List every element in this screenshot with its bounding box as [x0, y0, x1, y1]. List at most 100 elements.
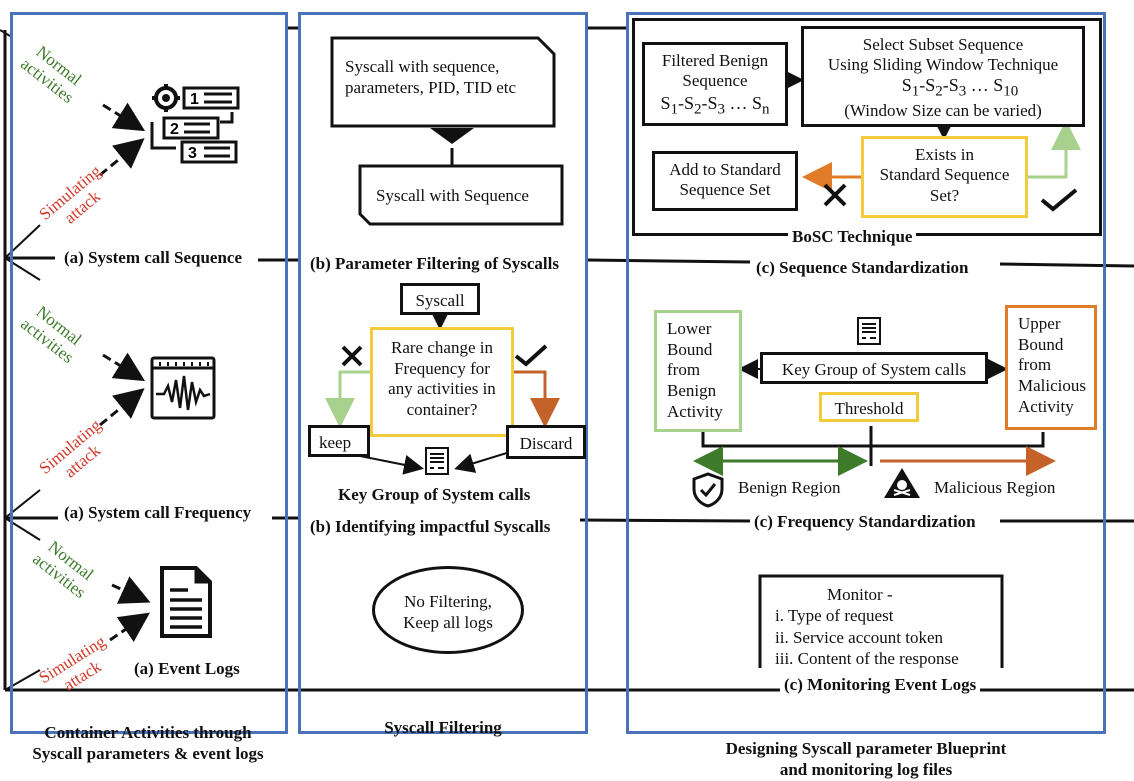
frequency-waveform-icon [150, 356, 216, 420]
panel3-footer-line2: and monitoring log files [779, 760, 953, 780]
filtered-benign-box: Filtered Benign Sequence S1-S2-S3 … Sn [642, 42, 788, 126]
lower-bound-line1: Lower [667, 319, 712, 338]
svg-text:2: 2 [170, 121, 179, 138]
add-standard-line2: Sequence Set [679, 180, 771, 200]
process-steps-icon: 1 2 3 [150, 84, 240, 164]
benign-region-label: Benign Region [738, 478, 841, 497]
sequence-standardization-label: (c) Sequence Standardization [752, 258, 973, 278]
f2-d1: -S [919, 75, 936, 96]
upper-bound-line1: Upper [1018, 314, 1061, 333]
monitor-item-2: ii. Service account token [775, 627, 944, 647]
rare-change-line1: Rare change in [391, 338, 493, 357]
key-group-label: Key Group of System calls [338, 485, 531, 504]
add-standard-box: Add to Standard Sequence Set [652, 151, 798, 211]
panel2-footer: Syscall Filtering [384, 718, 502, 737]
syscall-callout-shape [330, 36, 556, 144]
syscall-params-box-text: Syscall with sequence, parameters, PID, … [345, 56, 516, 99]
panel1-footer-line2: Syscall parameters & event logs [32, 744, 264, 764]
f2-ell: … S [966, 75, 1004, 96]
panel1-footer: Container Activities through Syscall par… [10, 722, 286, 765]
bosc-technique-label: BoSC Technique [788, 227, 917, 247]
f1-subn: n [762, 101, 770, 118]
select-subset-line2: Using Sliding Window Technique [827, 55, 1059, 75]
keep-node: keep [308, 425, 370, 457]
discard-node: Discard [506, 425, 586, 459]
exists-line3: Set? [929, 185, 960, 205]
key-group-document-icon [857, 317, 881, 345]
lower-bound-line2: Bound [667, 339, 713, 359]
syscall-sequence-shape [358, 164, 564, 226]
system-call-sequence-label: (a) System call Sequence [64, 248, 243, 267]
f2-sub1: 1 [911, 83, 920, 100]
lower-bound-line3: from [667, 360, 701, 380]
monitor-heading: Monitor - [827, 585, 893, 604]
no-filter-line1: No Filtering, [404, 592, 492, 611]
monitor-item-1: i. Type of request [775, 606, 894, 626]
filtered-benign-line1: Filtered Benign [661, 51, 769, 70]
cross-icon [823, 183, 847, 207]
panel-blueprint [626, 12, 1106, 734]
monitor-bracket [758, 574, 1004, 668]
f1-ell: … S [725, 93, 763, 114]
panel3-footer-line1: Designing Syscall parameter Blueprint [725, 739, 1007, 758]
exists-line1: Exists in [914, 145, 975, 164]
lower-bound-line4: Benign [667, 381, 717, 401]
exists-in-decision: Exists in Standard Sequence Set? [861, 136, 1028, 218]
upper-bound-line2: Bound [1018, 334, 1064, 354]
f1-sub3: 3 [717, 101, 726, 118]
rare-change-line2: Frequency for [394, 358, 490, 378]
checkmark-icon [1040, 188, 1078, 212]
document-icon [160, 566, 212, 638]
checkmark-icon [514, 344, 548, 367]
exists-line2: Standard Sequence [879, 165, 1010, 185]
svg-text:3: 3 [188, 145, 197, 162]
f1-sub2: 2 [694, 101, 702, 118]
rare-change-line4: container? [406, 400, 478, 420]
key-group-document-icon [425, 447, 449, 475]
upper-bound-box: Upper Bound from Malicious Activity [1005, 305, 1097, 430]
syscall-sequence-box-text: Syscall with Sequence [376, 186, 529, 205]
monitoring-event-logs-label: (c) Monitoring Event Logs [780, 675, 981, 695]
monitor-item-3: iii. Content of the response [775, 648, 959, 668]
skull-warning-icon [884, 468, 920, 498]
no-filter-line2: Keep all logs [403, 613, 493, 633]
f1-d1: -S [677, 93, 694, 114]
subset-sequence-formula: S1-S2-S3 … S10 [804, 75, 1082, 101]
select-subset-line1: Select Subset Sequence [862, 35, 1024, 54]
malicious-region-label: Malicious Region [934, 478, 1056, 497]
syscall-params-line2: parameters, PID, TID etc [345, 78, 517, 98]
window-size-text: (Window Size can be varied) [844, 101, 1042, 121]
shield-check-icon [692, 472, 724, 508]
panel-syscall-filtering [298, 12, 588, 734]
lower-bound-box: Lower Bound from Benign Activity [654, 310, 742, 432]
f2-s: S [901, 75, 912, 96]
panel3-footer: Designing Syscall parameter Blueprint an… [626, 738, 1106, 781]
f2-d2: -S [942, 75, 959, 96]
cross-icon [341, 345, 363, 367]
f2-sub2: 2 [935, 83, 943, 100]
threshold-box: Threshold [819, 392, 919, 422]
lower-bound-line5: Activity [667, 401, 723, 421]
filtered-benign-line2: Sequence [682, 71, 748, 91]
rare-change-line3: any activities in [388, 379, 496, 399]
f1-s: S [660, 93, 671, 114]
upper-bound-line5: Activity [1018, 396, 1074, 416]
f2-sub3: 3 [958, 83, 967, 100]
add-standard-line1: Add to Standard [669, 160, 781, 179]
key-group-box: Key Group of System calls [760, 352, 988, 384]
frequency-standardization-label: (c) Frequency Standardization [750, 512, 980, 532]
panel-container-activities [10, 12, 288, 734]
rare-change-decision: Rare change in Frequency for any activit… [370, 327, 514, 437]
syscall-params-line1: Syscall with sequence, [345, 57, 500, 76]
no-filtering-ellipse: No Filtering, Keep all logs [372, 566, 524, 654]
f1-d2: -S [701, 93, 718, 114]
f1-sub1: 1 [670, 101, 678, 118]
system-call-frequency-label: (a) System call Frequency [64, 503, 252, 522]
upper-bound-line4: Malicious [1018, 376, 1086, 396]
f2-sub10: 10 [1003, 83, 1019, 100]
syscall-node: Syscall [400, 283, 480, 315]
monitor-list: Monitor - i. Type of request ii. Service… [775, 584, 959, 669]
upper-bound-line3: from [1018, 355, 1052, 375]
identifying-syscalls-label: (b) Identifying impactful Syscalls [308, 517, 553, 537]
svg-text:1: 1 [190, 91, 199, 108]
